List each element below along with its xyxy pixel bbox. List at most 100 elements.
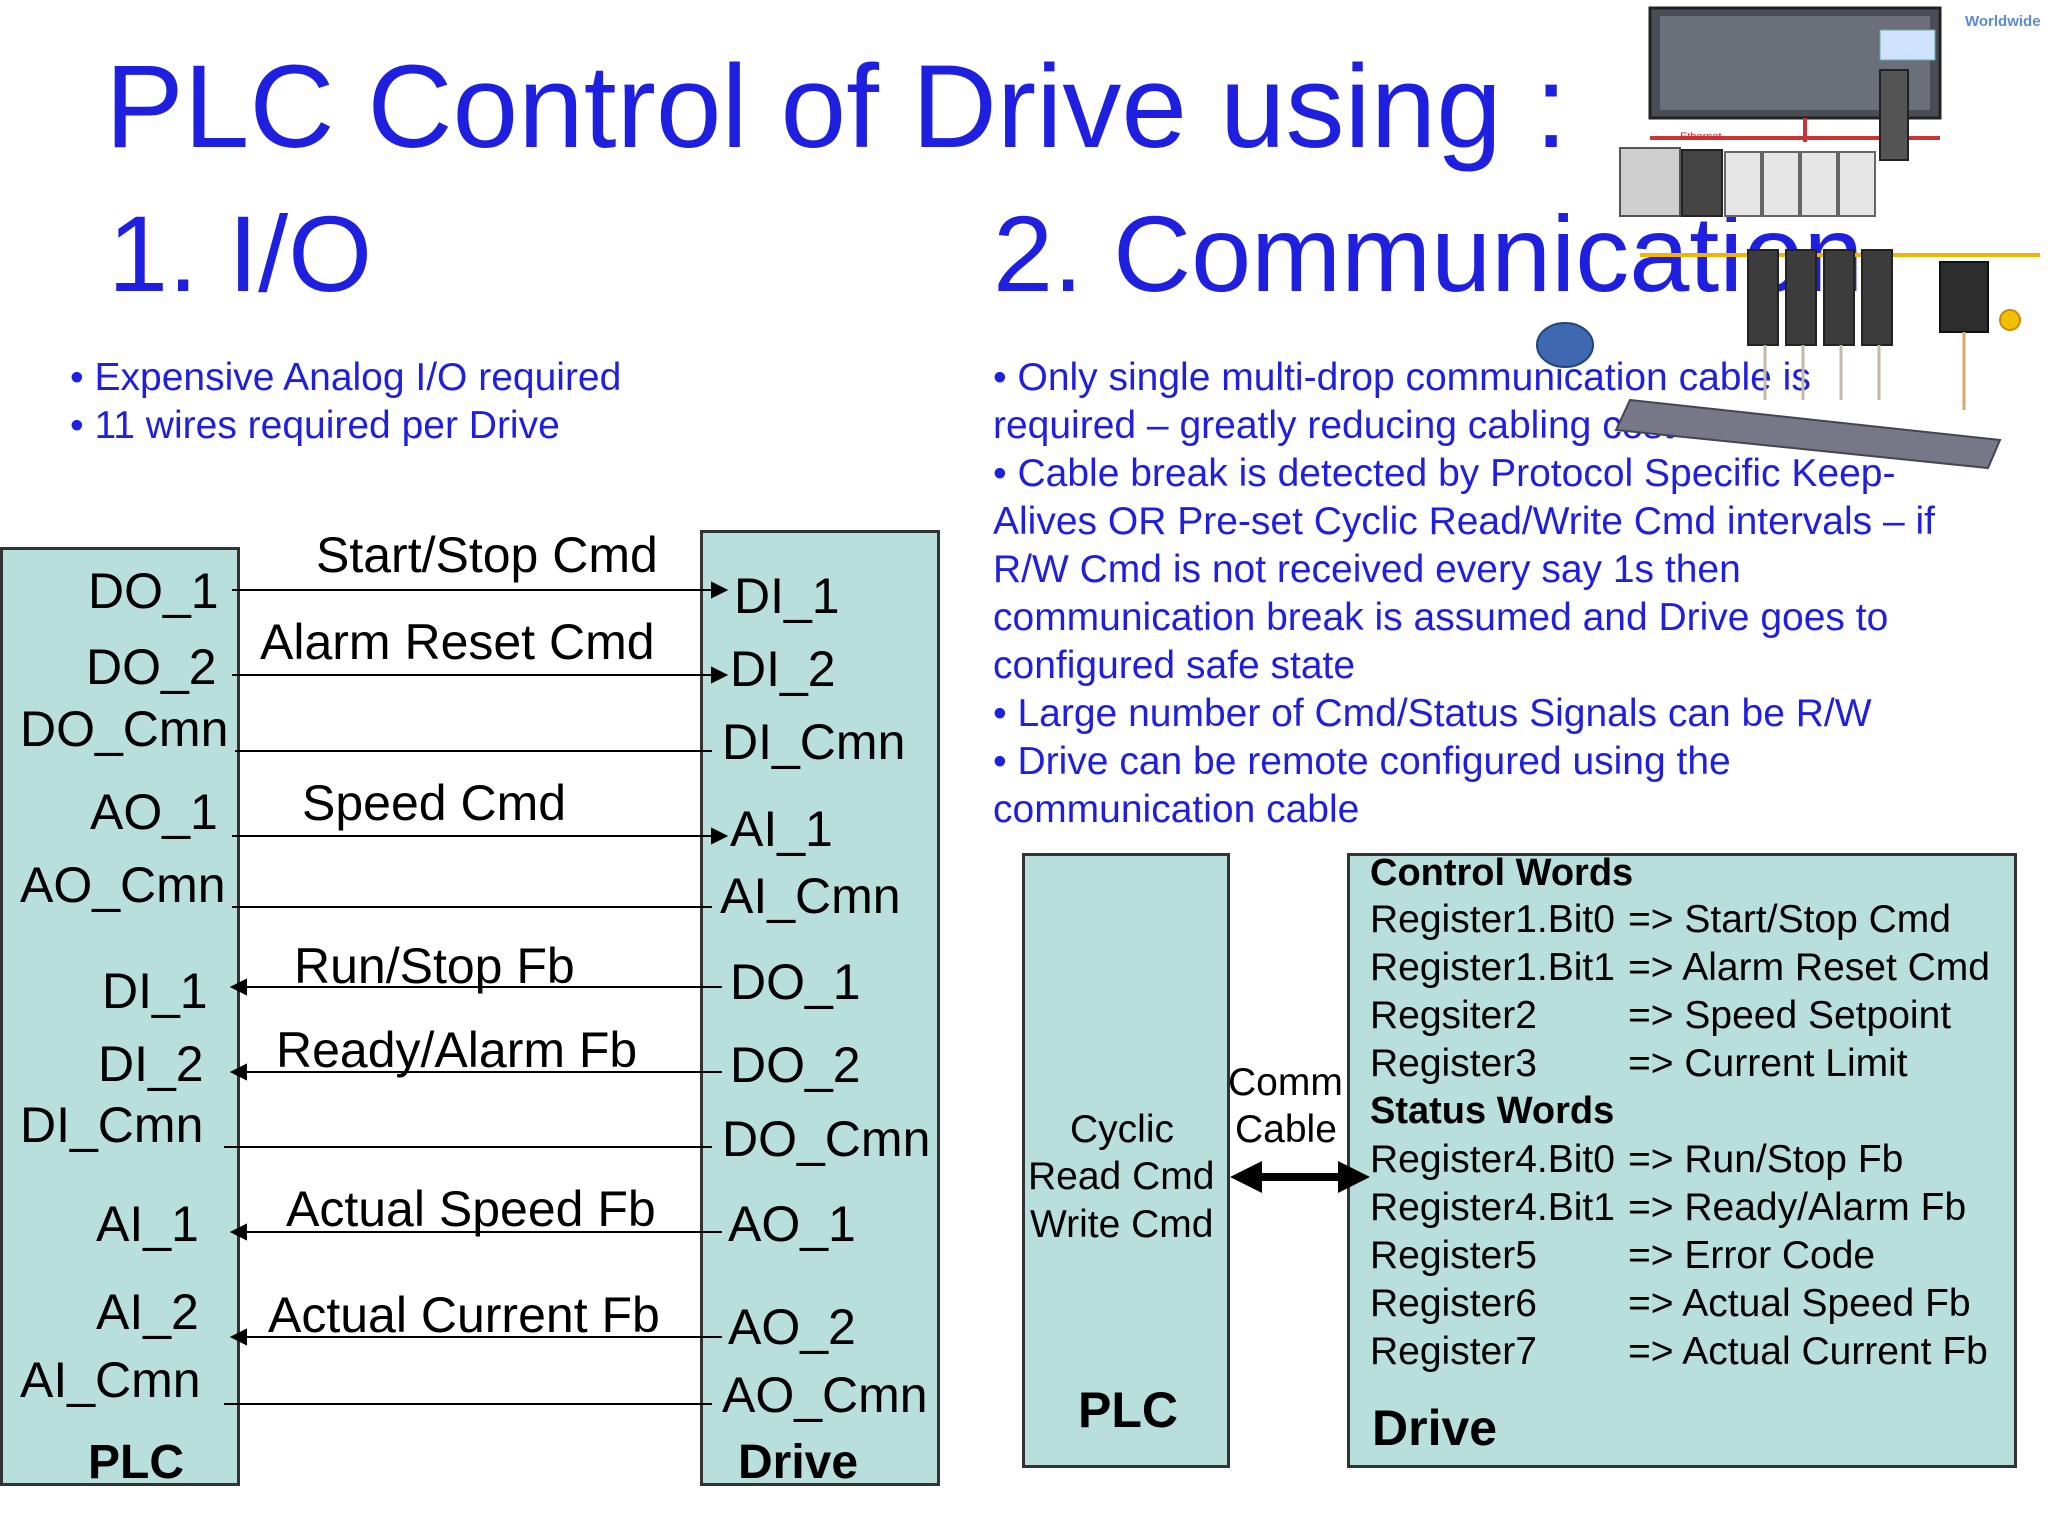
comm-plc-line-write: Write Cmd [1030,1203,1214,1246]
arrow-right-icon [711,666,729,684]
plc-terminal-do1: DO_1 [88,563,219,619]
servo-drive-icon [1785,249,1817,346]
status-reg-func: => Actual Speed Fb [1628,1282,1971,1325]
signal-actual-speed-fb: Actual Speed Fb [286,1181,656,1237]
servo-drive-icon [1861,249,1893,346]
comm-drive-box [1347,853,2017,1468]
comm-plc-line-read: Read Cmd [1028,1155,1215,1198]
arrow-right-icon [711,827,729,845]
spool-icon [1536,322,1594,368]
plc-terminal-ai1: AI_1 [96,1196,199,1252]
motion-controller-icon [1619,147,1681,217]
drive-terminal-di1: DI_1 [734,568,840,624]
control-reg-name: Regsiter2 [1370,994,1537,1037]
section-io-heading: 1. I/O [108,193,373,314]
plc-terminal-do-cmn: DO_Cmn [20,701,229,757]
comm-cable-arrow [1230,1161,1370,1193]
comm-bullet: configured safe state [993,644,1356,687]
ac-drive-icon [1939,261,1989,333]
io-bullet-list: • Expensive Analog I/O required • 11 wir… [70,354,621,450]
control-reg-func: => Alarm Reset Cmd [1628,946,1990,989]
plc-terminal-ao1: AO_1 [90,784,218,840]
router-icon [1879,69,1909,161]
drive-terminal-do-cmn: DO_Cmn [722,1111,931,1167]
comm-bullet: • Cable break is detected by Protocol Sp… [993,452,1896,495]
drive-terminal-ai-cmn: AI_Cmn [720,868,901,924]
drive-terminal-do1: DO_1 [730,954,861,1010]
comm-bullet: R/W Cmd is not received every say 1s the… [993,548,1741,591]
arrow-right-icon [1338,1161,1370,1193]
arrow-left-icon [229,1223,247,1241]
comm-plc-line-cyclic: Cyclic [1070,1108,1174,1151]
control-words-heading: Control Words [1370,852,1634,894]
drive-terminal-ao2: AO_2 [728,1299,856,1355]
io-plc-label: PLC [88,1436,184,1489]
plc-terminal-ai-cmn: AI_Cmn [20,1352,201,1408]
signal-actual-current-fb: Actual Current Fb [268,1287,660,1343]
drive-terminal-ao1: AO_1 [728,1196,856,1252]
comm-bullet: required – greatly reducing cabling cost [993,404,1674,447]
status-reg-name: Register7 [1370,1330,1537,1373]
drive-terminal-ao-cmn: AO_Cmn [722,1367,928,1423]
drive-terminal-ai1: AI_1 [730,801,833,857]
status-reg-func: => Error Code [1628,1234,1876,1277]
arrow-left-icon [1230,1161,1262,1193]
control-reg-func: => Start/Stop Cmd [1628,898,1951,941]
plc-terminal-di2: DI_2 [98,1036,204,1092]
comm-bullet: • Drive can be remote configured using t… [993,740,1731,783]
comm-cable-label-1: Comm [1228,1061,1343,1104]
control-reg-name: Register1.Bit0 [1370,898,1615,941]
io-wiring [224,581,729,1405]
status-reg-name: Register6 [1370,1282,1537,1325]
servo-drive-icon [1747,249,1779,346]
arrow-left-icon [229,1063,247,1081]
comm-cable-label-2: Cable [1235,1108,1337,1151]
status-reg-func: => Ready/Alarm Fb [1628,1186,1967,1229]
io-plc-box [0,547,240,1486]
status-words-heading: Status Words [1370,1090,1615,1132]
signal-start-stop-cmd: Start/Stop Cmd [316,527,658,583]
arrow-right-icon [711,581,729,599]
status-reg-name: Register4.Bit1 [1370,1186,1615,1229]
control-reg-func: => Current Limit [1628,1042,1908,1085]
drive-terminal-di-cmn: DI_Cmn [722,714,906,770]
page-title: PLC Control of Drive using : [105,41,1568,173]
io-drive-label: Drive [738,1436,859,1489]
io-bullet: • Expensive Analog I/O required [70,356,622,399]
status-reg-func: => Run/Stop Fb [1628,1138,1904,1181]
comm-bullet: • Large number of Cmd/Status Signals can… [993,692,1872,735]
comm-bullet: Alives OR Pre-set Cyclic Read/Write Cmd … [993,500,1936,543]
worldwide-label: Worldwide [1965,13,2041,30]
comm-bullet: communication cable [993,788,1360,831]
comm-bullet-list: • Only single multi-drop communication c… [993,354,1935,834]
comm-bullet: • Only single multi-drop communication c… [993,356,1811,399]
signal-alarm-reset-cmd: Alarm Reset Cmd [260,614,655,670]
control-reg-name: Register1.Bit1 [1370,946,1615,989]
comm-plc-box [1022,853,1230,1468]
signal-run-stop-fb: Run/Stop Fb [294,938,575,994]
ethernet-label: Ethernet [1680,131,1722,143]
drive-terminal-do2: DO_2 [730,1037,861,1093]
arrow-left-icon [229,978,247,996]
comm-bullet: communication break is assumed and Drive… [993,596,1889,639]
io-drive-box [700,530,940,1486]
drive-terminal-di2: DI_2 [730,641,836,697]
plc-terminal-di-cmn: DI_Cmn [20,1097,204,1153]
status-reg-name: Register4.Bit0 [1370,1138,1615,1181]
plc-terminal-di1: DI_1 [102,963,208,1019]
comm-plc-label: PLC [1078,1382,1178,1438]
status-reg-name: Register5 [1370,1234,1537,1277]
servo-drive-icon [1823,249,1855,346]
arrow-left-icon [229,1328,247,1346]
network-illustration: Worldwide Ethernet [1536,6,2041,470]
io-bullet: • 11 wires required per Drive [70,404,560,447]
plc-terminal-ao-cmn: AO_Cmn [20,857,226,913]
signal-ready-alarm-fb: Ready/Alarm Fb [276,1022,638,1078]
plc-terminal-ai2: AI_2 [96,1284,199,1340]
comm-drive-label: Drive [1372,1400,1498,1456]
control-reg-func: => Speed Setpoint [1628,994,1952,1037]
plc-terminal-do2: DO_2 [86,639,217,695]
conveyor-icon [1614,398,2002,470]
signal-speed-cmd: Speed Cmd [302,775,567,831]
status-reg-func: => Actual Current Fb [1628,1330,1988,1373]
